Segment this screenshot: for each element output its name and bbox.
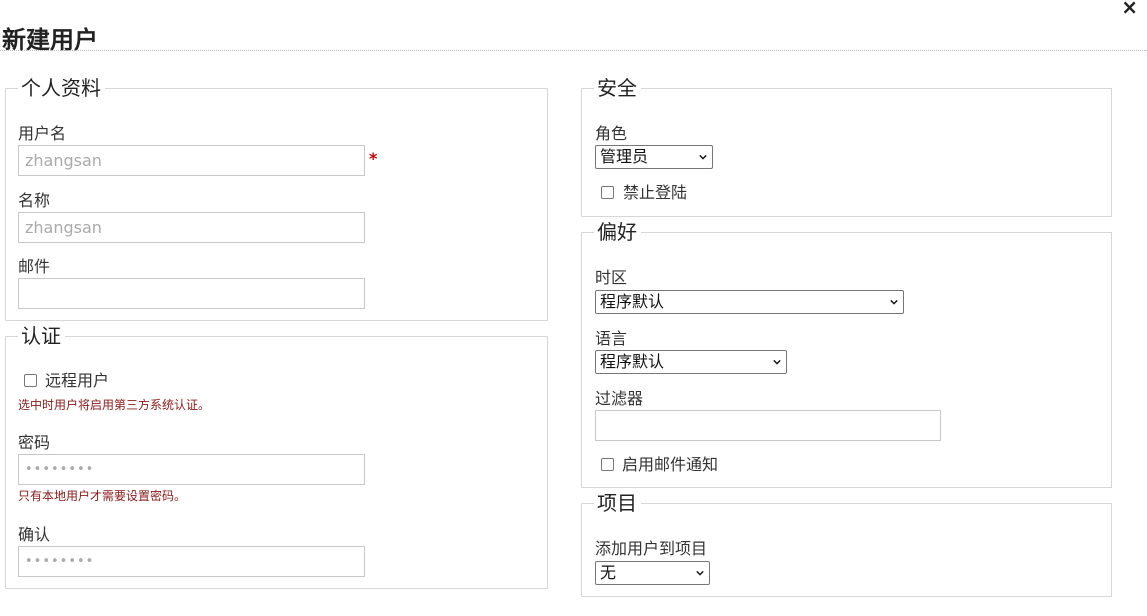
remote-user-hint: 选中时用户将启用第三方系统认证。 [18,398,211,412]
timezone-select-value: 程序默认 [600,292,665,311]
chevron-down-icon [773,359,781,365]
email-notify-label: 启用邮件通知 [622,455,719,474]
role-label: 角色 [595,124,628,143]
add-to-project-select[interactable]: 无 [595,561,710,585]
security-legend: 安全 [594,75,641,101]
language-select[interactable]: 程序默认 [595,350,787,374]
email-label: 邮件 [18,257,51,276]
language-select-value: 程序默认 [600,352,665,371]
projects-legend: 项目 [594,490,641,516]
role-select-value: 管理员 [600,147,649,166]
remote-user-label: 远程用户 [45,371,110,390]
email-input[interactable] [18,278,365,309]
preferences-panel: 偏好 时区 程序默认 语言 程序默认 过滤器 启用邮件通知 [581,219,1112,488]
username-input[interactable]: zhangsan [18,145,365,176]
name-input[interactable]: zhangsan [18,212,365,243]
confirm-label: 确认 [18,525,51,544]
username-label: 用户名 [18,124,67,143]
add-to-project-select-value: 无 [600,563,617,582]
chevron-down-icon [699,154,707,160]
chevron-down-icon [890,299,898,305]
add-to-project-label: 添加用户到项目 [595,539,708,558]
disable-login-checkbox[interactable] [601,186,614,199]
disable-login-label: 禁止登陆 [623,183,688,202]
security-panel: 安全 角色 管理员 禁止登陆 [581,75,1112,217]
preferences-legend: 偏好 [594,219,641,245]
dialog-title: 新建用户 [2,26,98,54]
email-notify-checkbox[interactable] [601,458,614,471]
profile-panel: 个人资料 用户名 zhangsan * 名称 zhangsan 邮件 [5,75,548,321]
confirm-input[interactable]: •••••••• [18,546,365,577]
chevron-down-icon [696,570,704,576]
close-icon[interactable]: × [1121,0,1138,19]
filter-input[interactable] [595,410,941,441]
title-divider [0,50,1147,51]
auth-legend: 认证 [18,323,65,349]
password-hint: 只有本地用户才需要设置密码。 [18,489,187,503]
language-label: 语言 [595,329,628,348]
password-input[interactable]: •••••••• [18,454,365,485]
profile-legend: 个人资料 [18,75,105,101]
projects-panel: 项目 添加用户到项目 无 [581,490,1112,597]
name-label: 名称 [18,191,51,210]
required-mark: * [369,149,378,168]
role-select[interactable]: 管理员 [595,145,713,169]
password-label: 密码 [18,433,51,452]
auth-panel: 认证 远程用户 选中时用户将启用第三方系统认证。 密码 •••••••• 只有本… [5,323,548,589]
timezone-label: 时区 [595,268,628,287]
timezone-select[interactable]: 程序默认 [595,290,904,314]
remote-user-checkbox[interactable] [24,374,37,387]
filter-label: 过滤器 [595,389,644,408]
